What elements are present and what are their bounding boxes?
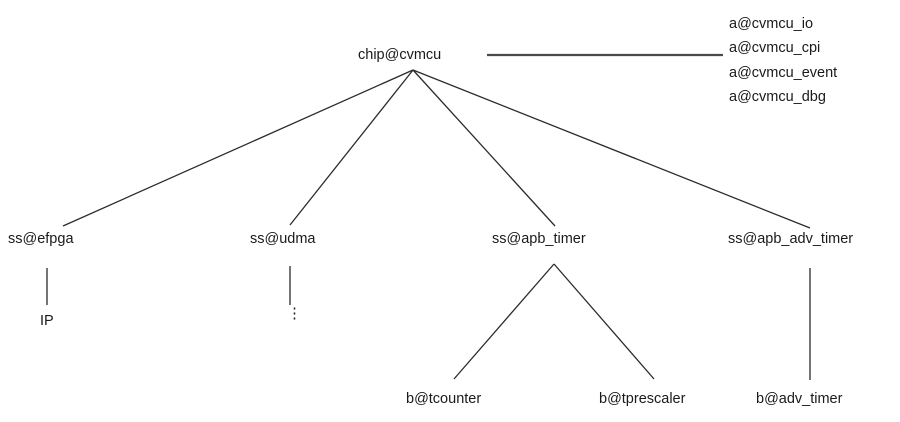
edge-ss-apb_timer-to-b-tcounter (453, 263, 555, 380)
vertical-ellipsis-icon: ⋮ (287, 305, 302, 322)
node-ss-apb-adv-timer[interactable]: ss@apb_adv_timer (728, 231, 854, 247)
node-ss-efpga[interactable]: ss@efpga (8, 231, 74, 247)
edge-chip-cvmcu-to-ss-apb_adv_timer (412, 69, 811, 229)
node-chip-cvmcu[interactable]: chip@cvmcu (358, 47, 442, 63)
node-ss-apb-timer[interactable]: ss@apb_timer (492, 231, 586, 247)
node-ip[interactable]: IP (40, 313, 54, 329)
annotation-cvmcu-io[interactable]: a@cvmcu_io (729, 16, 814, 32)
node-b-tprescaler[interactable]: b@tprescaler (599, 391, 686, 407)
node-ss-udma[interactable]: ss@udma (250, 231, 316, 247)
edge-chip-cvmcu-to-ss-efpga (62, 69, 414, 227)
edge-chip-cvmcu-to-ss-udma (289, 69, 414, 226)
edge-ss-apb_timer-to-b-tprescaler (553, 263, 655, 380)
node-b-adv-timer[interactable]: b@adv_timer (756, 391, 843, 407)
node-b-tcounter[interactable]: b@tcounter (406, 391, 482, 407)
annotation-cvmcu-event[interactable]: a@cvmcu_event (729, 65, 838, 81)
edge-chip-cvmcu-to-ss-apb_timer (412, 69, 556, 227)
annotation-cvmcu-cpi[interactable]: a@cvmcu_cpi (729, 40, 821, 56)
annotation-cvmcu-dbg[interactable]: a@cvmcu_dbg (729, 89, 826, 105)
